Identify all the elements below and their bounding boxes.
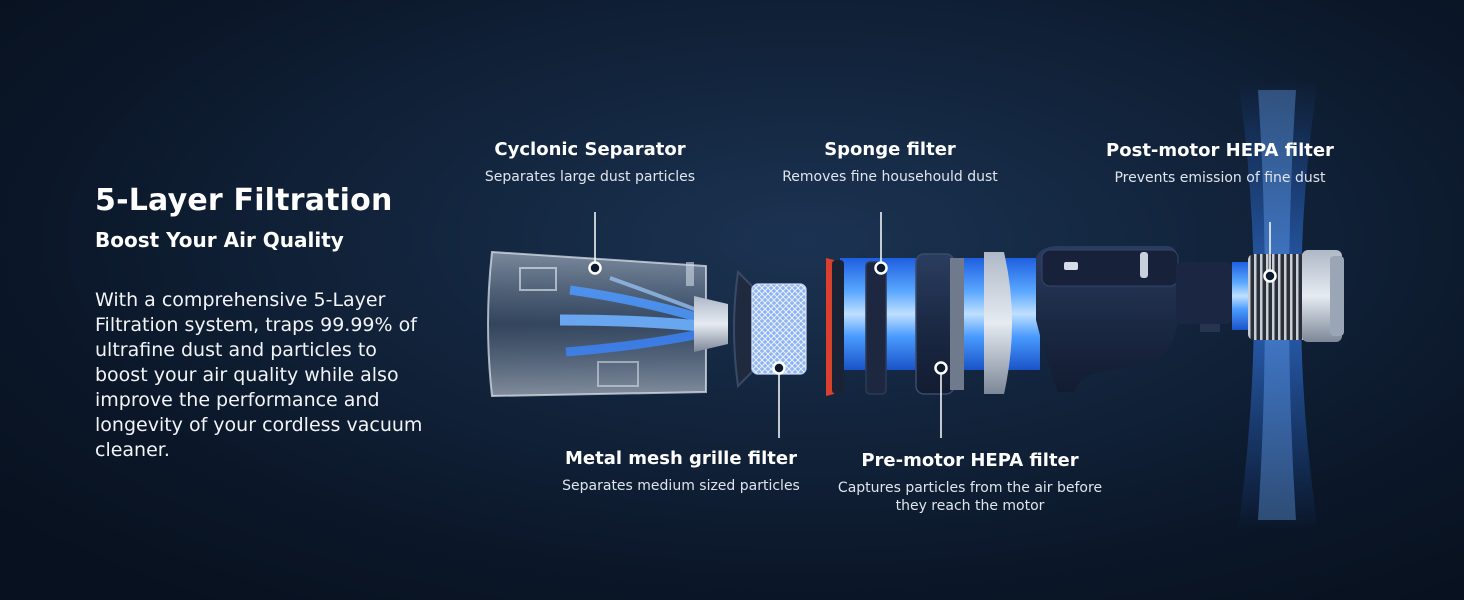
callout-cyclonic-separator: Cyclonic Separator Separates large dust … — [470, 139, 710, 186]
cyclonic-separator-marker — [588, 261, 602, 275]
callout-title: Pre-motor HEPA filter — [861, 450, 1079, 471]
pre-motor-filter-marker — [934, 361, 948, 375]
callout-title: Metal mesh grille filter — [564, 448, 797, 469]
callout-title: Sponge filter — [824, 139, 956, 160]
motor-housing-ring — [984, 252, 1012, 394]
pre-motor-hepa-filter — [915, 253, 964, 395]
intro-block: 5-Layer Filtration Boost Your Air Qualit… — [95, 183, 455, 463]
metal-mesh-marker — [772, 361, 786, 375]
callout-title: Cyclonic Separator — [494, 139, 686, 160]
page-title: 5-Layer Filtration — [95, 183, 393, 218]
callout-title: Post-motor HEPA filter — [1106, 140, 1334, 161]
callout-sponge-filter: Sponge filter Removes fine househould du… — [770, 139, 1010, 186]
callout-description: Separates large dust particles — [484, 169, 696, 185]
callout-description: Prevents emission of fine dust — [1114, 170, 1326, 186]
callout-description: Removes fine househould dust — [782, 169, 998, 185]
sponge-filter-marker — [874, 261, 888, 275]
cyclonic-separator-bin — [487, 250, 707, 398]
post-motor-hepa-filter — [1248, 250, 1344, 342]
vacuum-main-body — [1036, 246, 1232, 392]
intro-description: With a comprehensive 5-Layer Filtration … — [95, 289, 423, 461]
callout-metal-mesh-grille: Metal mesh grille filter Separates mediu… — [546, 448, 816, 495]
separator-nozzle — [694, 296, 728, 352]
sponge-filter — [826, 258, 887, 396]
post-motor-filter-marker — [1263, 269, 1277, 283]
callout-description: Captures particles from the air before t… — [837, 480, 1103, 514]
callout-description: Separates medium sized particles — [562, 478, 800, 494]
metal-mesh-grille-filter — [733, 269, 807, 389]
callout-leaders — [594, 212, 1271, 438]
page-subtitle: Boost Your Air Quality — [95, 228, 344, 252]
callout-post-motor-hepa: Post-motor HEPA filter Prevents emission… — [1098, 140, 1342, 187]
callout-pre-motor-hepa: Pre-motor HEPA filter Captures particles… — [826, 450, 1114, 515]
